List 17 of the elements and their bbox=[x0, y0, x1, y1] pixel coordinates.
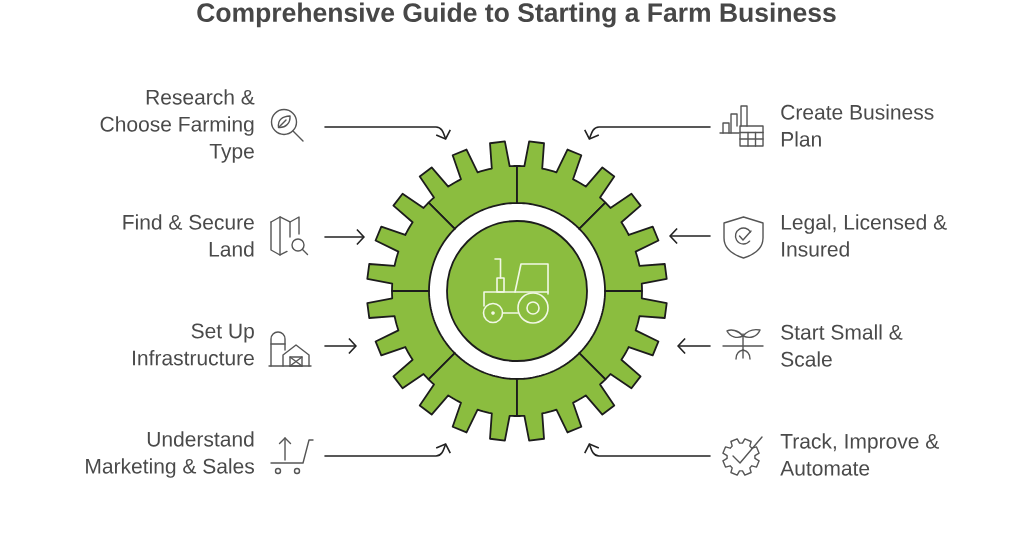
step-label: Set Up Infrastructure bbox=[133, 323, 254, 366]
step-label: Create Business Plan bbox=[781, 104, 934, 147]
gear-segment bbox=[366, 192, 456, 292]
gear-segment bbox=[516, 352, 616, 442]
gear-segment bbox=[366, 290, 456, 390]
step-label: Research & Choose Farming Type bbox=[100, 89, 255, 163]
gear-segment bbox=[578, 290, 668, 390]
step-label: Find & Secure Land bbox=[123, 214, 254, 257]
step-label: Start Small & Scale bbox=[781, 324, 903, 367]
step-label: Legal, Licensed & Insured bbox=[781, 214, 947, 257]
step-label: Track, Improve & Automate bbox=[780, 433, 939, 476]
step-label: Understand Marketing & Sales bbox=[86, 431, 254, 478]
gear-segment bbox=[578, 192, 668, 292]
title: Comprehensive Guide to Starting a Farm Business bbox=[197, 2, 836, 28]
gear-segment bbox=[418, 140, 518, 230]
gear-segment bbox=[418, 352, 518, 442]
gear-segment bbox=[516, 140, 616, 230]
